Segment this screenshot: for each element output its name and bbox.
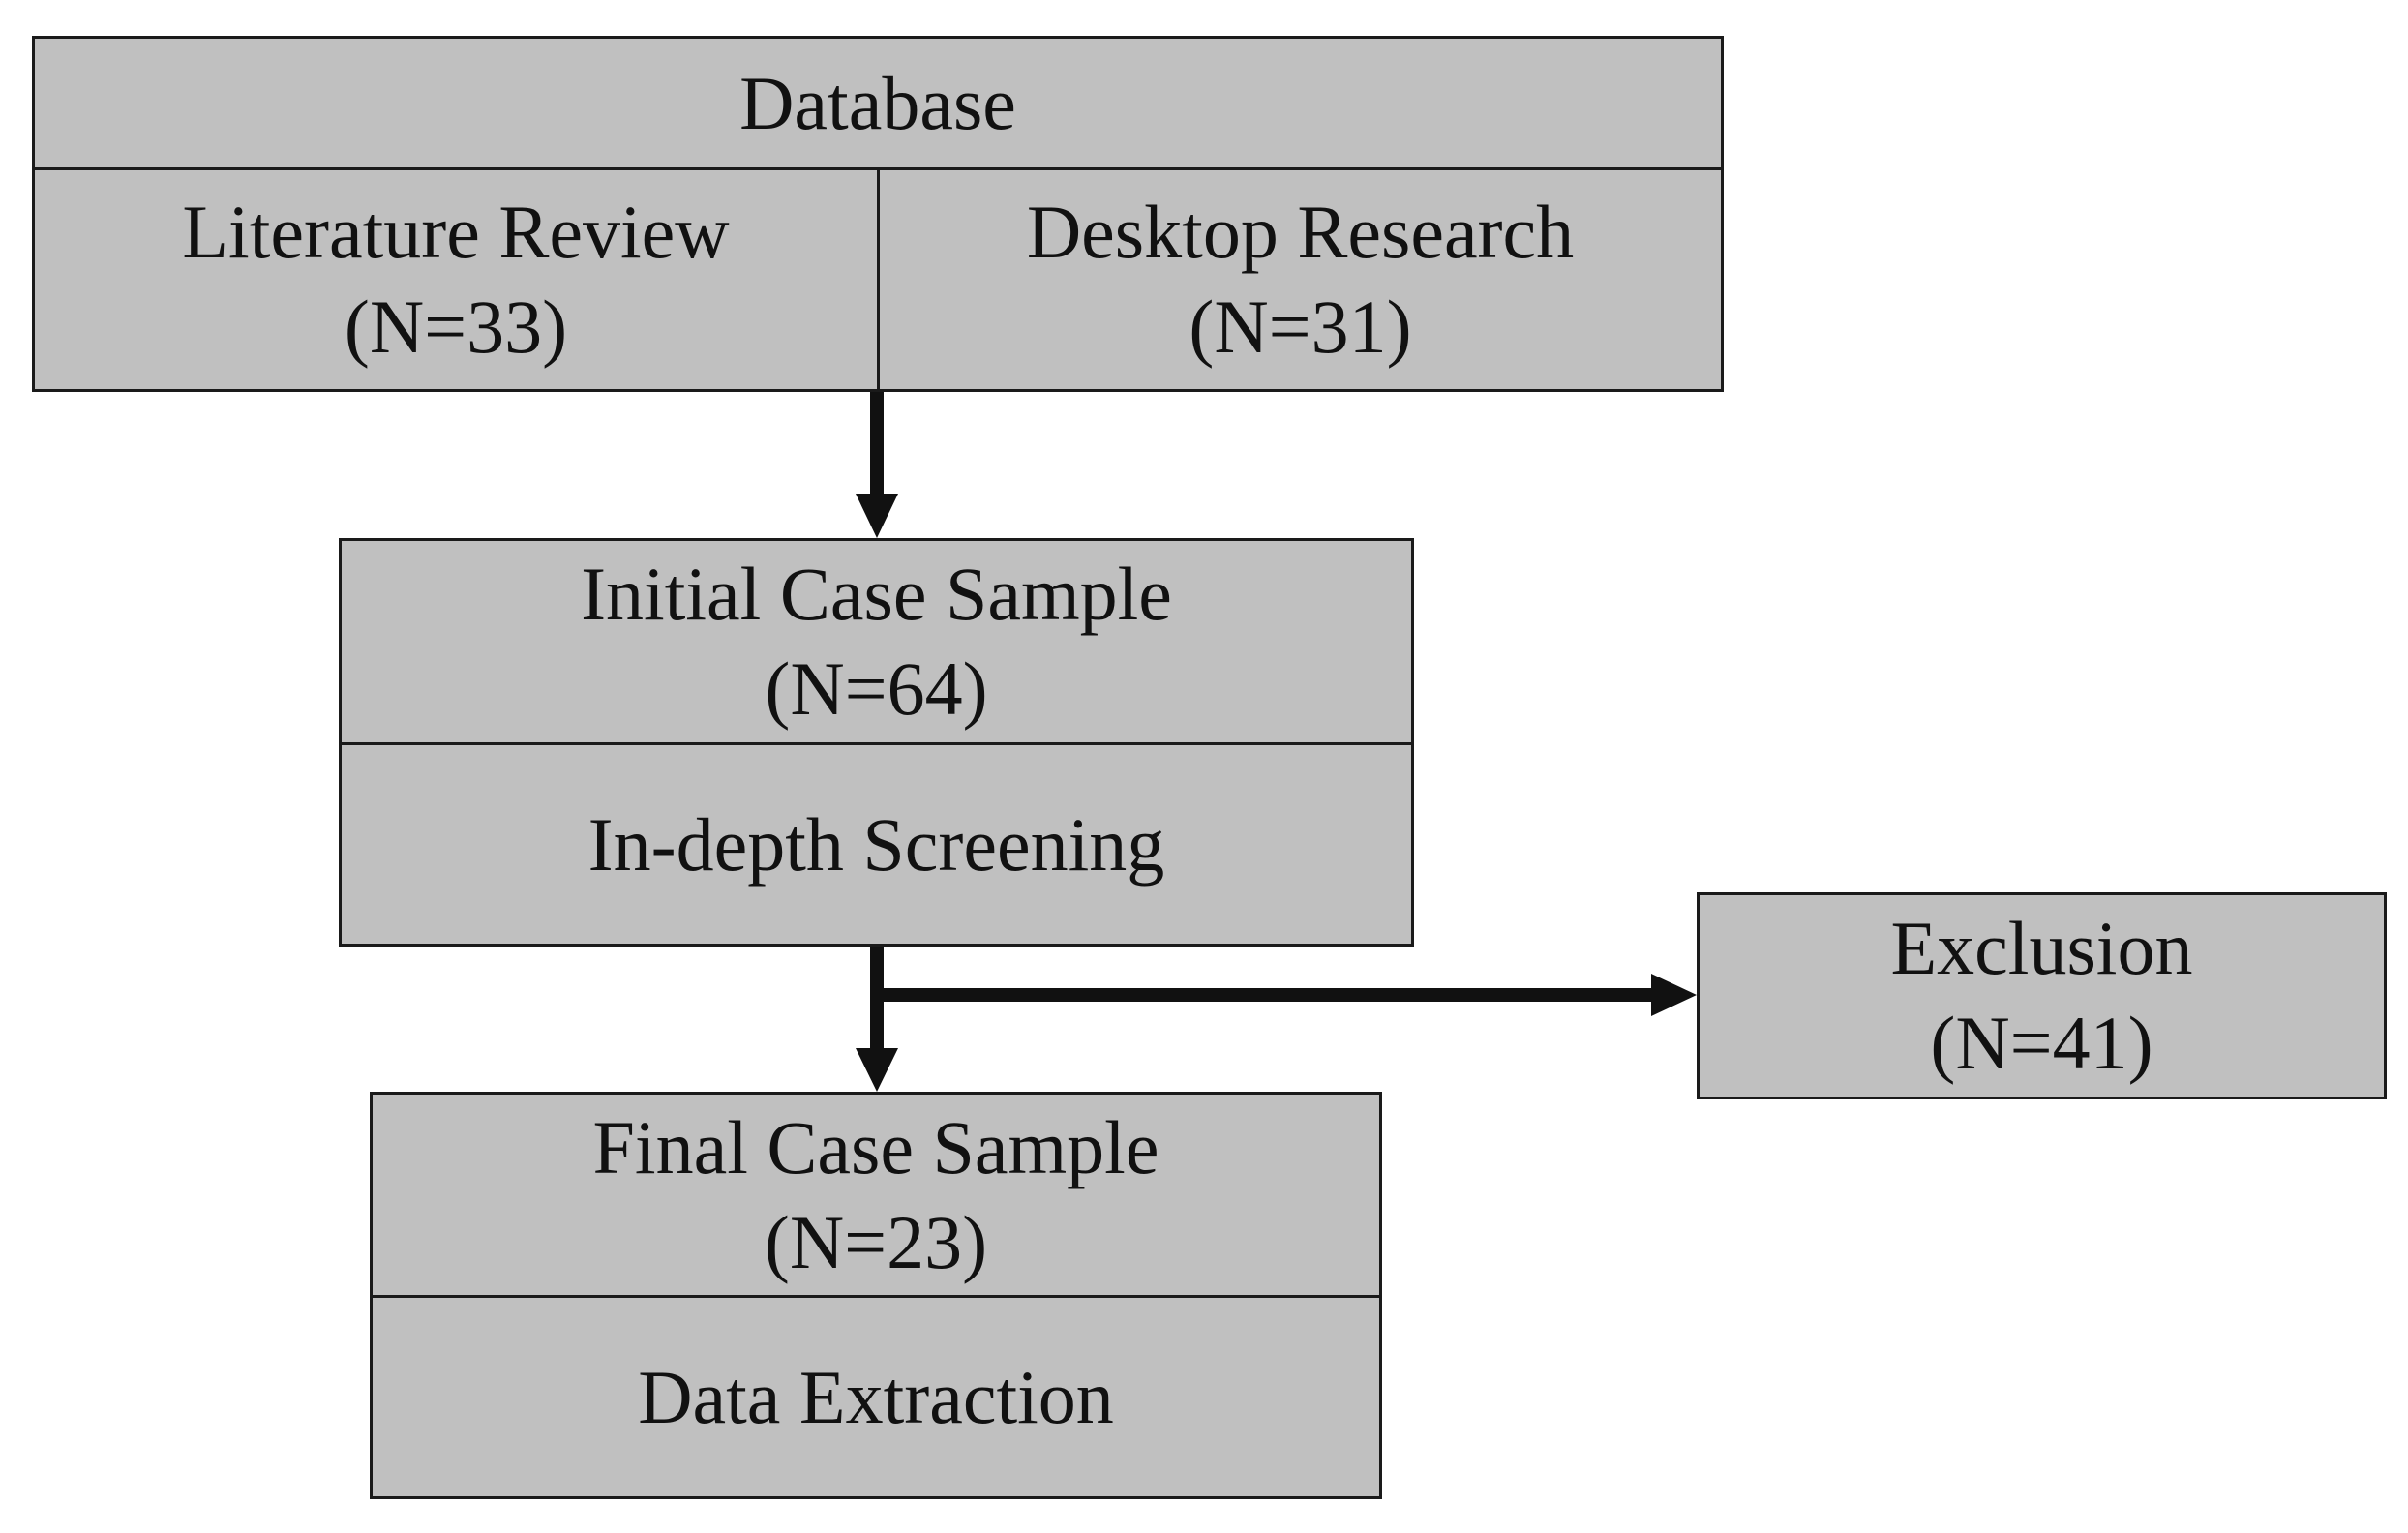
initial-case-sample-cell: Initial Case Sample (N=64) xyxy=(342,541,1411,742)
literature-review-label: Literature Review xyxy=(182,190,730,274)
data-extraction-cell: Data Extraction xyxy=(373,1298,1379,1496)
arrow-screening-to-final-head xyxy=(856,1048,898,1092)
final-case-sample-block: Final Case Sample (N=23) Data Extraction xyxy=(370,1092,1382,1499)
database-block: Database Literature Review (N=33) Deskto… xyxy=(32,36,1724,392)
in-depth-screening-cell: In-depth Screening xyxy=(342,745,1411,944)
desktop-research-label: Desktop Research xyxy=(1026,190,1575,274)
in-depth-screening-label: In-depth Screening xyxy=(587,801,1165,887)
arrow-screening-to-exclusion-head xyxy=(1651,974,1697,1016)
data-extraction-label: Data Extraction xyxy=(638,1354,1114,1439)
literature-review-cell: Literature Review (N=33) xyxy=(35,170,877,389)
database-split xyxy=(877,170,880,389)
database-label: Database xyxy=(739,60,1016,145)
desktop-research-cell: Desktop Research (N=31) xyxy=(880,170,1721,389)
final-case-sample-count: (N=23) xyxy=(764,1199,988,1284)
database-divider xyxy=(35,167,1721,170)
initial-case-sample-label: Initial Case Sample xyxy=(581,552,1172,636)
exclusion-label: Exclusion xyxy=(1890,906,2193,990)
desktop-research-count: (N=31) xyxy=(1189,285,1412,369)
initial-case-sample-divider xyxy=(342,742,1411,745)
exclusion-count: (N=41) xyxy=(1930,1001,2153,1085)
final-case-sample-cell: Final Case Sample (N=23) xyxy=(373,1095,1379,1295)
final-case-sample-label: Final Case Sample xyxy=(592,1104,1159,1189)
initial-case-sample-count: (N=64) xyxy=(765,646,988,731)
final-case-sample-divider xyxy=(373,1295,1379,1298)
literature-review-count: (N=33) xyxy=(344,285,568,369)
exclusion-block: Exclusion (N=41) xyxy=(1697,892,2387,1099)
exclusion-cell: Exclusion (N=41) xyxy=(1700,895,2384,1097)
arrow-database-to-initial-head xyxy=(856,494,898,538)
database-header: Database xyxy=(35,39,1721,167)
initial-case-sample-block: Initial Case Sample (N=64) In-depth Scre… xyxy=(339,538,1414,947)
